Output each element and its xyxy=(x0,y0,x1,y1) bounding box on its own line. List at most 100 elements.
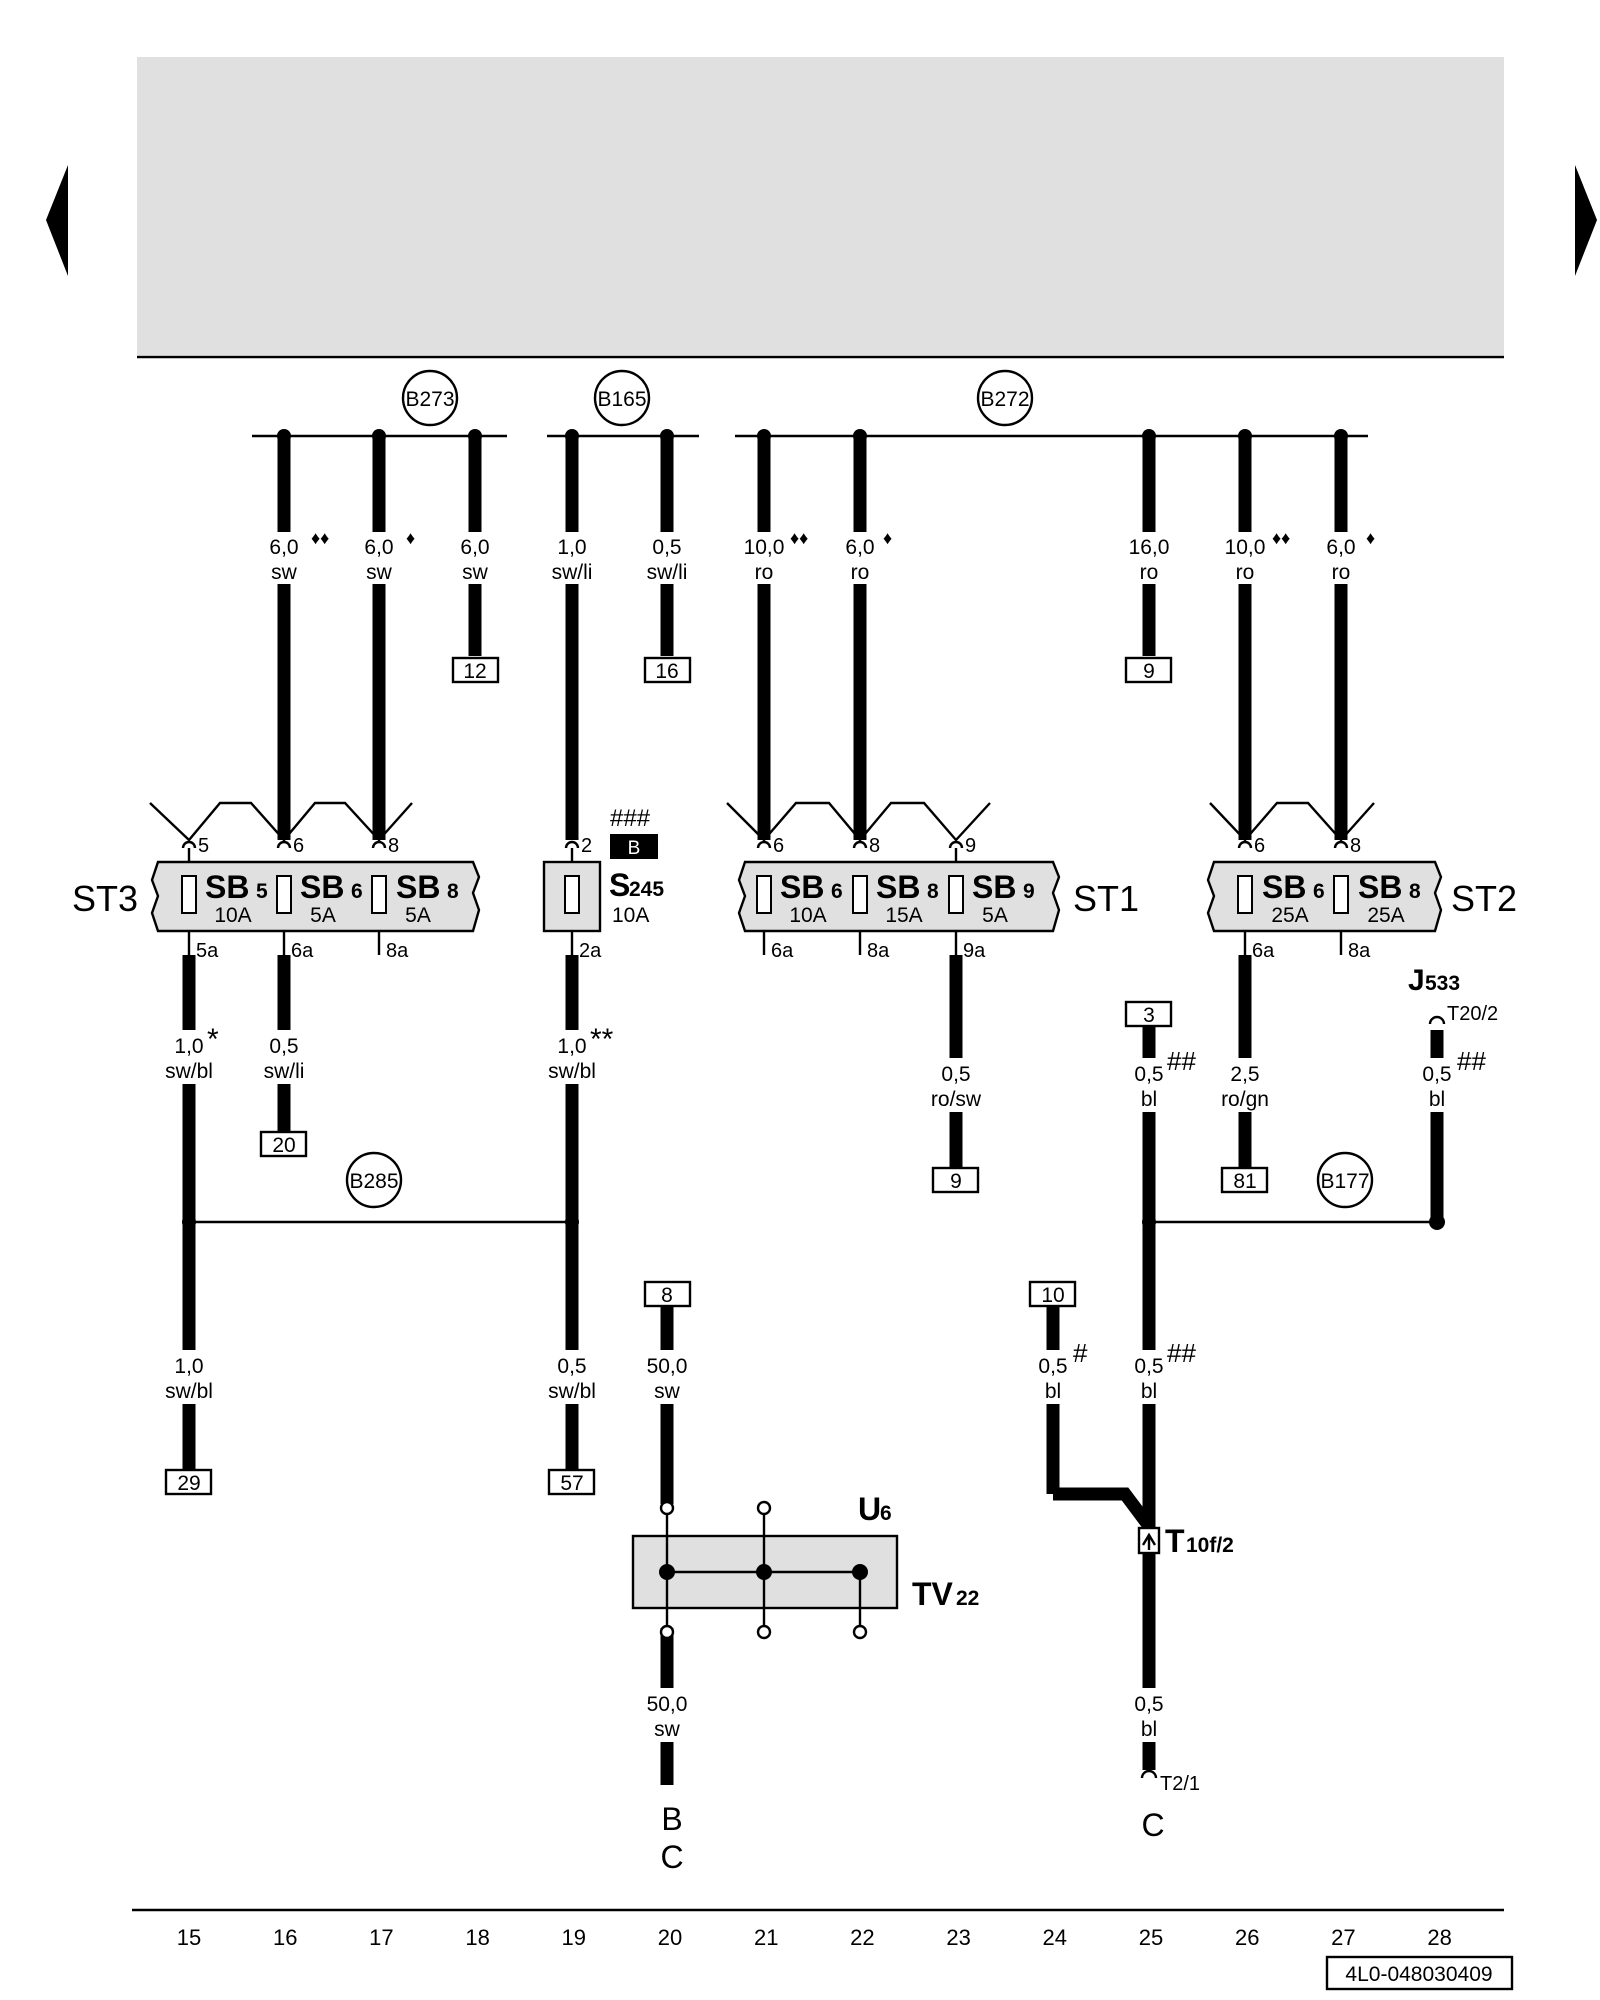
wire-mark: ♦♦ xyxy=(790,528,808,548)
pin-label: 6a xyxy=(291,940,314,962)
fuse-strip-st1: ST1 xyxy=(737,860,1139,933)
grid-number: 20 xyxy=(658,1925,682,1950)
fuse-strip-label: ST1 xyxy=(1073,878,1139,919)
wire-size: 50,0 xyxy=(647,1693,688,1716)
j533: J 533 T20/2 xyxy=(1408,964,1498,1025)
fuse-strip-st2: ST2 xyxy=(1206,860,1517,933)
wire-size: 1,0 xyxy=(557,536,586,559)
wire-size: 0,5 xyxy=(941,1063,970,1086)
wire-color: ro/sw xyxy=(931,1088,982,1111)
grid-number: 21 xyxy=(754,1925,778,1950)
fuse-rating: 10A xyxy=(612,904,649,927)
bus-node-b273: B273 xyxy=(405,388,454,411)
pin-label: 5a xyxy=(196,940,219,962)
mid-refs: 20 9 3 81 xyxy=(259,1000,1269,1194)
fuse-name: SB xyxy=(972,869,1016,905)
fuse-rating: 5A xyxy=(982,904,1008,927)
component-name: T xyxy=(1165,1523,1185,1559)
wire-color: bl xyxy=(1045,1380,1061,1403)
wire-size: 1,0 xyxy=(174,1355,203,1378)
wire-color: ro xyxy=(755,561,774,584)
wire-color: bl xyxy=(1141,1380,1157,1403)
wire-size: 10,0 xyxy=(744,536,785,559)
top-wire-labels: 6,0 ♦♦ sw 6,0 ♦ sw 6,0 sw 1,0 sw/li 0,5 … xyxy=(258,528,1375,584)
wire-size: 1,0 xyxy=(557,1035,586,1058)
wire-size: 50,0 xyxy=(647,1355,688,1378)
fuse-name: SB xyxy=(876,869,920,905)
ref-box: 8 xyxy=(661,1284,673,1307)
continuation-c: C xyxy=(660,1839,683,1875)
wire-color: sw/li xyxy=(647,561,688,584)
wire-color: sw/bl xyxy=(165,1380,213,1403)
wire-mark: ## xyxy=(1167,1338,1196,1368)
fuse-sub: 5 xyxy=(256,880,268,903)
pin-label: 5 xyxy=(198,835,209,857)
prev-page-arrow-icon[interactable] xyxy=(46,165,68,276)
wire-color: ro xyxy=(1140,561,1159,584)
low-wire-labels: 1,0 sw/bl 0,5 sw/bl 50,0 sw 0,5 # bl 0,5… xyxy=(150,1338,1196,1742)
fuse-rating: 5A xyxy=(405,904,431,927)
wire-mark: ## xyxy=(1167,1046,1196,1076)
wire-mark: ♦ xyxy=(1366,528,1375,548)
wire-size: 6,0 xyxy=(845,536,874,559)
continuation-b: B xyxy=(661,1801,682,1837)
wire-size: 10,0 xyxy=(1225,536,1266,559)
bus-b272: B272 xyxy=(735,369,1368,438)
low-refs: 29 57 8 10 xyxy=(164,1280,1077,1496)
contact-shapes xyxy=(149,801,1375,842)
wire-mark: ♦♦ xyxy=(1272,528,1290,548)
wire-mark: ## xyxy=(1457,1046,1486,1076)
component-sub: 22 xyxy=(956,1587,979,1610)
grid-number: 28 xyxy=(1427,1925,1451,1950)
bus-b273: B273 xyxy=(252,369,507,438)
component-sub: 10f/2 xyxy=(1186,1534,1234,1557)
fuse-badge: B xyxy=(628,838,641,859)
distributor-tv22: U 6 TV 22 xyxy=(631,1491,979,1640)
grid-number: 16 xyxy=(273,1925,297,1950)
top-wires xyxy=(277,429,1348,840)
wire-color: sw/li xyxy=(264,1060,305,1083)
wire-color: bl xyxy=(1141,1718,1157,1741)
fuse-strip-label: ST3 xyxy=(72,878,138,919)
wire-color: sw/bl xyxy=(548,1380,596,1403)
wire-size: 6,0 xyxy=(269,536,298,559)
wire-mark: ♦♦ xyxy=(311,528,329,548)
ref-box: 81 xyxy=(1233,1170,1256,1193)
fuse-s245: S 245 10A ### B xyxy=(542,805,664,933)
grid-number: 25 xyxy=(1139,1925,1163,1950)
ref-box: 57 xyxy=(560,1472,583,1495)
pin-label: 9 xyxy=(965,835,976,857)
bus-node-b177: B177 xyxy=(1320,1170,1369,1193)
wire-color: sw xyxy=(271,561,298,584)
wire-size: 6,0 xyxy=(1326,536,1355,559)
fuse-sub: 245 xyxy=(629,878,664,901)
wire-color: sw/bl xyxy=(548,1060,596,1083)
wire-mark: ♦ xyxy=(406,528,415,548)
wire-color: ro xyxy=(851,561,870,584)
fuse-name: SB xyxy=(780,869,824,905)
wire-color: sw xyxy=(366,561,393,584)
wire-size: 0,5 xyxy=(557,1355,586,1378)
bus-b177: B177 xyxy=(1142,1151,1445,1230)
wire-color: sw xyxy=(654,1718,681,1741)
pin-label: 6 xyxy=(773,835,784,857)
fuse-sub: 8 xyxy=(927,880,939,903)
bus-b165: B165 xyxy=(547,369,699,438)
next-page-arrow-icon[interactable] xyxy=(1575,165,1597,276)
fuse-sub: 6 xyxy=(831,880,843,903)
wire-mark: ♦ xyxy=(883,528,892,548)
fuse-note: ### xyxy=(610,805,651,832)
pin-label: 6a xyxy=(771,940,794,962)
bus-node-b285: B285 xyxy=(349,1170,398,1193)
component-sub: 6 xyxy=(880,1502,892,1525)
grid-number: 24 xyxy=(1043,1925,1067,1950)
fuse-rating: 5A xyxy=(310,904,336,927)
wire-color: sw/bl xyxy=(165,1060,213,1083)
pin-label: 2 xyxy=(581,835,592,857)
connector-t2: T2/1 xyxy=(1140,1769,1200,1795)
sheet-id-box: 4L0-048030409 xyxy=(1325,1955,1514,1991)
wire-color: sw/li xyxy=(552,561,593,584)
fuse-name: SB xyxy=(205,869,249,905)
pin-label: 2a xyxy=(579,940,602,962)
pin-label: 6 xyxy=(1254,835,1265,857)
